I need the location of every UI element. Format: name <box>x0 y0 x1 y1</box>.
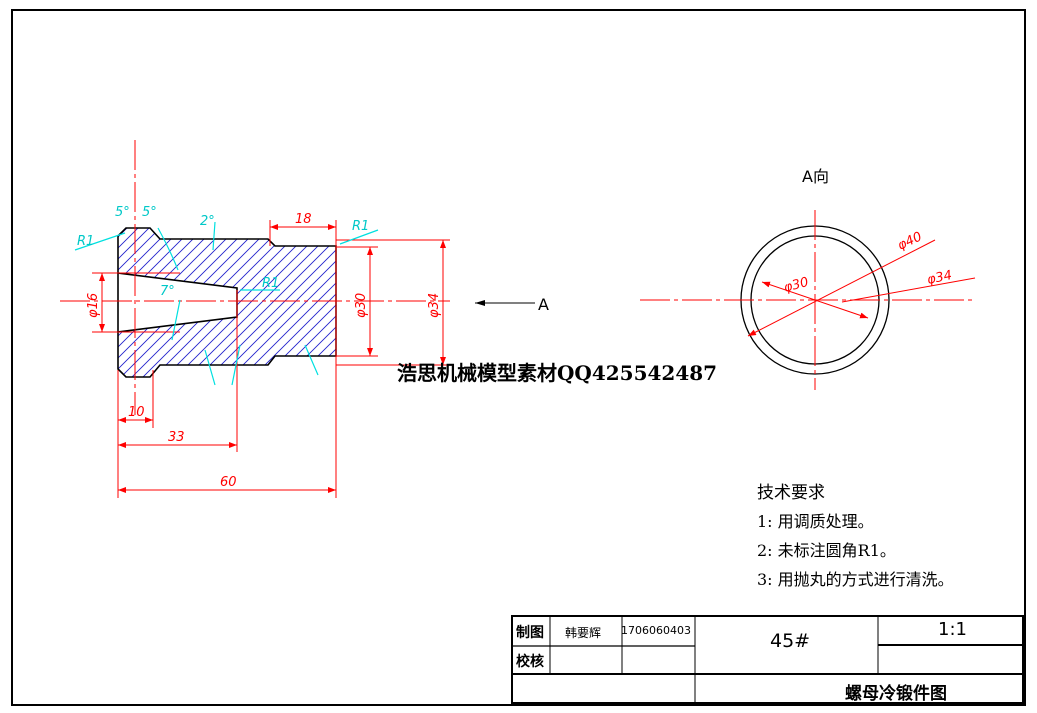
hatch-line <box>118 228 180 377</box>
view-arrow-label: A <box>538 295 549 314</box>
hatch-line <box>118 228 147 377</box>
hatch-line <box>119 228 301 377</box>
scale: 1:1 <box>938 619 967 640</box>
section-view: 18 φ34 φ30 φ16 10 33 60 R1 R1 R1 5° 5° 7… <box>60 140 549 498</box>
svg-text:5°: 5° <box>142 205 157 220</box>
hatch-line <box>141 228 323 377</box>
hatch-line <box>118 228 224 377</box>
dimensions: 18 φ34 φ30 φ16 10 33 60 <box>86 212 450 498</box>
svg-text:5°: 5° <box>115 205 130 220</box>
hatch-line <box>240 228 336 377</box>
tech-item: 3: 用抛丸的方式进行清洗。 <box>757 570 954 589</box>
tech-item: 1: 用调质处理。 <box>757 512 874 531</box>
svg-text:2°: 2° <box>200 214 215 229</box>
hatch-line <box>174 228 336 377</box>
hatch-line <box>118 228 191 377</box>
dim-33: 33 <box>168 430 185 445</box>
material: 45# <box>770 630 811 652</box>
tech-item: 2: 未标注圆角R1。 <box>757 541 896 560</box>
hatch-line <box>118 228 257 377</box>
svg-text:7°: 7° <box>160 284 175 299</box>
drawing-title: 螺母冷锻件图 <box>845 684 947 704</box>
hatch-line <box>152 228 334 377</box>
checked-label: 校核 <box>516 654 544 670</box>
drawn-id: 1706060403 <box>621 624 691 637</box>
svg-text:φ40: φ40 <box>895 229 924 253</box>
sheet-border <box>11 9 1026 706</box>
hatch-line <box>130 228 312 377</box>
svg-text:φ30: φ30 <box>782 275 810 296</box>
hatch-line <box>118 228 279 377</box>
dim-d34: φ34 <box>427 293 442 318</box>
hatch-line <box>118 228 125 377</box>
dim-d30: φ30 <box>354 293 369 318</box>
hatch-line <box>118 228 268 377</box>
dim-10: 10 <box>128 405 145 420</box>
svg-text:R1: R1 <box>77 234 94 249</box>
hatch-line <box>229 228 336 377</box>
title-block-grid <box>511 615 1024 704</box>
watermark: 浩思机械模型素材QQ425542487 <box>397 361 718 385</box>
dim-60: 60 <box>220 475 237 490</box>
tech-title: 技术要求 <box>757 483 825 503</box>
view-label: A向 <box>802 167 829 186</box>
hatch-line <box>118 228 202 377</box>
svg-text:φ34: φ34 <box>926 268 954 288</box>
hatch-line <box>118 228 290 377</box>
hatch-line <box>118 228 169 377</box>
svg-text:R1: R1 <box>262 276 279 291</box>
annotations: R1 R1 R1 5° 5° 7° 2° <box>74 205 379 386</box>
dim-d16: φ16 <box>86 293 101 318</box>
drawn-by: 韩要辉 <box>565 626 602 640</box>
svg-text:R1: R1 <box>352 219 369 234</box>
drawn-label: 制图 <box>516 625 544 641</box>
part-outline <box>117 227 337 378</box>
dim-18: 18 <box>295 212 312 227</box>
hatch-line <box>118 228 136 377</box>
hatch-line <box>118 228 158 377</box>
